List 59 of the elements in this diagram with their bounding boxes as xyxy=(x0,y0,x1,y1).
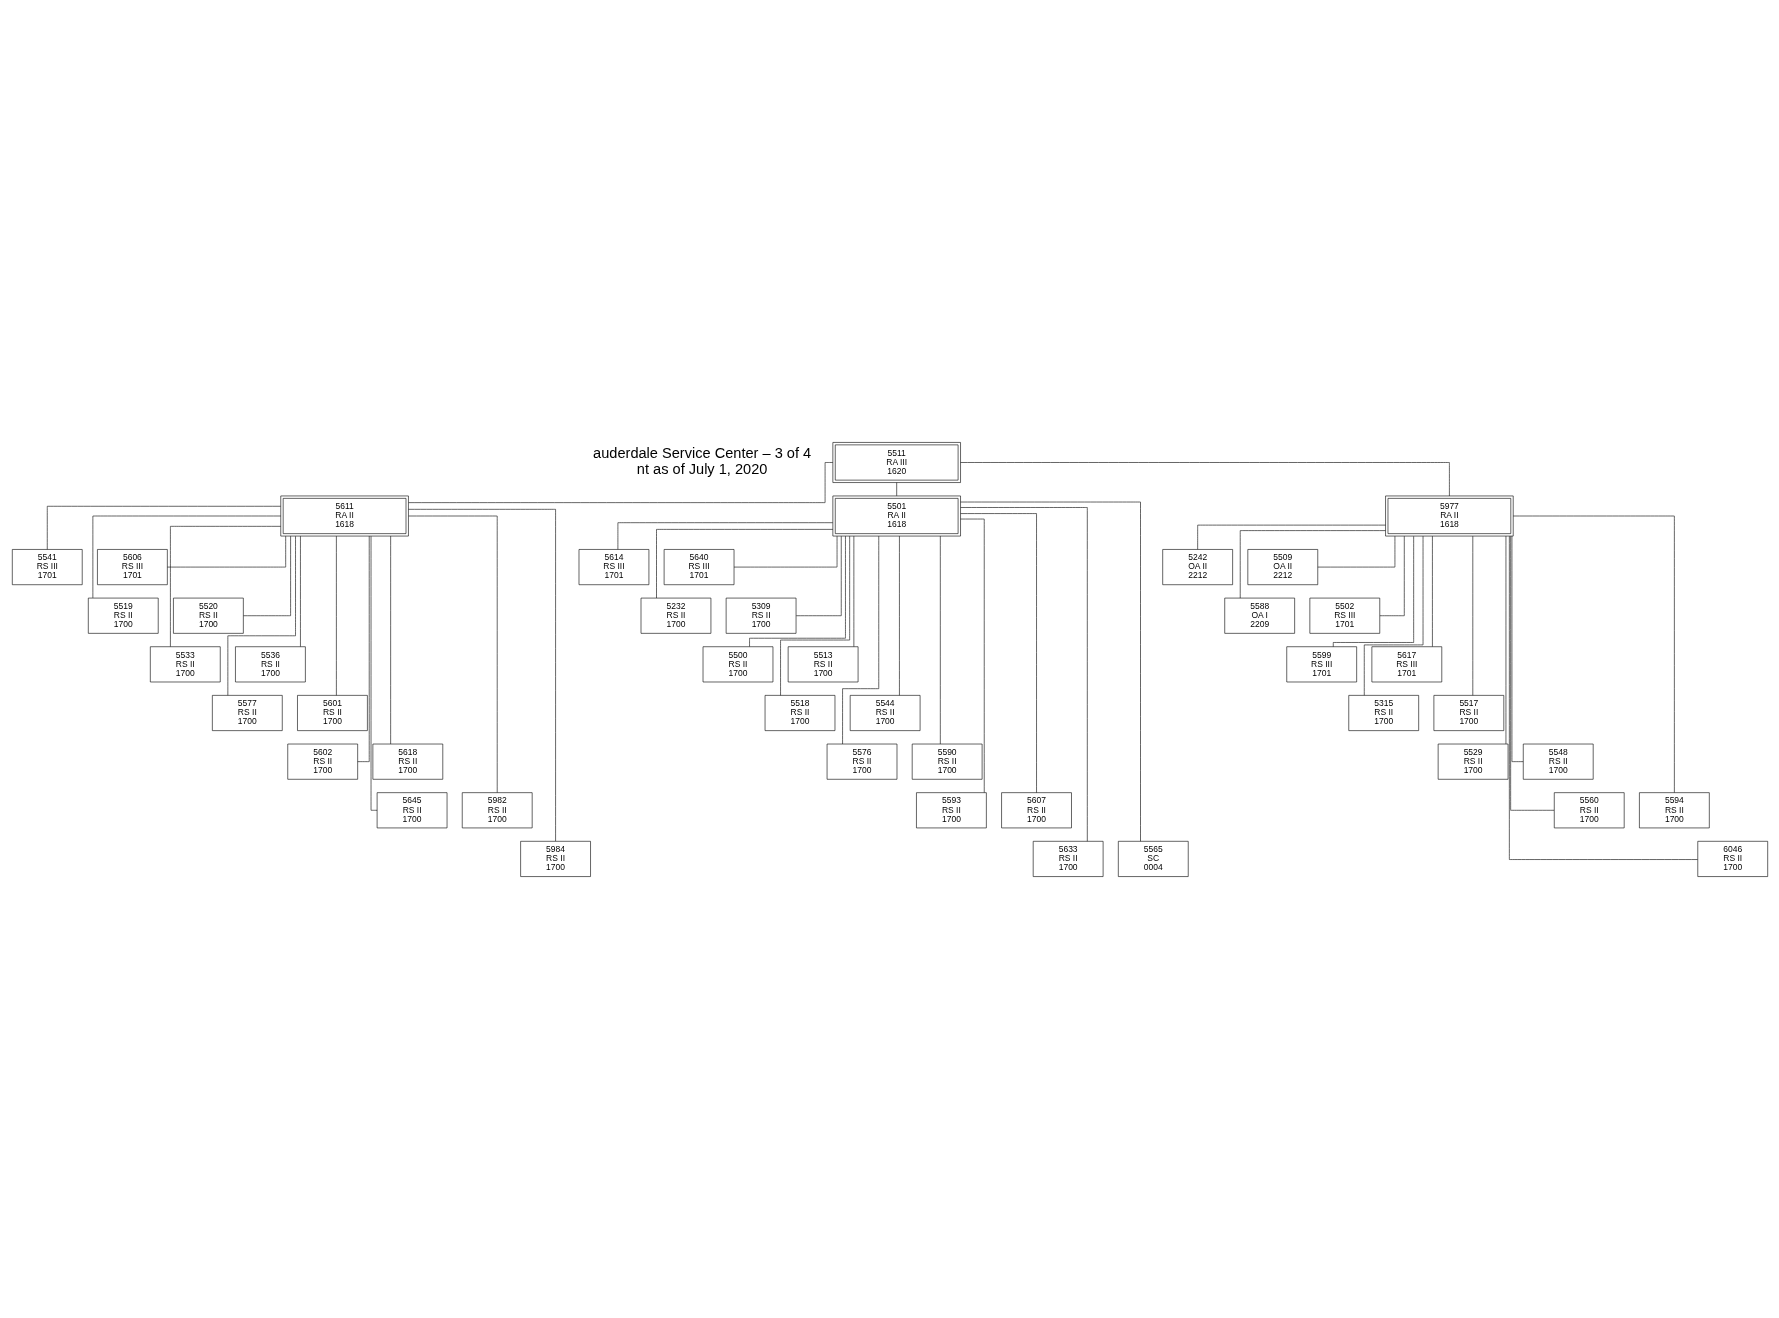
node-box: 5565 SC 0004 xyxy=(1117,840,1189,877)
node-box: 5594 RS II 1700 xyxy=(1638,791,1710,828)
connector xyxy=(389,535,391,744)
node-box: 5529 RS II 1700 xyxy=(1437,743,1508,780)
node-box: 5520 RS II 1700 xyxy=(172,597,244,634)
node-box: 5232 RS II 1700 xyxy=(640,597,711,634)
connector xyxy=(655,528,833,598)
node-box: 5533 RS II 1700 xyxy=(149,645,221,682)
node-box: 5614 RS III 1701 xyxy=(578,548,649,585)
node-box: 5519 RS II 1700 xyxy=(87,597,159,634)
node-box: 5509 OA II 2212 xyxy=(1247,548,1318,585)
node-box: 6046 RS II 1700 xyxy=(1696,840,1768,877)
node-box: 5513 RS II 1700 xyxy=(787,645,858,682)
node-box: 5517 RS II 1700 xyxy=(1433,694,1504,731)
node-box: 5548 RS II 1700 xyxy=(1522,743,1593,780)
node-box: 5560 RS II 1700 xyxy=(1553,791,1624,828)
node-box: 5518 RS II 1700 xyxy=(764,694,835,731)
connector xyxy=(407,508,556,841)
node-box: 5309 RS II 1700 xyxy=(725,597,796,634)
node-box: 5640 RS III 1701 xyxy=(663,548,734,585)
label: auderdale Service Center – 3 of 4 xyxy=(592,444,811,461)
node-box: 5590 RS II 1700 xyxy=(911,743,982,780)
node-box: 5645 RS II 1700 xyxy=(376,791,447,828)
connector xyxy=(299,535,301,647)
node-box: 5607 RS II 1700 xyxy=(1000,791,1072,828)
node-box: 5577 RS II 1700 xyxy=(211,694,283,731)
node-box: 5242 OA II 2212 xyxy=(1161,548,1233,585)
connector xyxy=(959,461,1450,496)
connector xyxy=(169,525,281,647)
node-box: 5315 RS II 1700 xyxy=(1347,694,1419,731)
node-box: 5536 RS II 1700 xyxy=(234,645,306,682)
node-box: 5502 RS III 1701 xyxy=(1309,597,1380,634)
connector xyxy=(166,535,286,567)
node-box: 5618 RS II 1700 xyxy=(372,743,443,780)
node-box: 5599 RS III 1701 xyxy=(1285,645,1357,682)
node-box: 5541 RS III 1701 xyxy=(11,548,83,585)
node-box: 5576 RS II 1700 xyxy=(826,743,897,780)
node-box: 5606 RS III 1701 xyxy=(96,548,168,585)
node-box: 5633 RS II 1700 xyxy=(1032,840,1103,877)
node-box: 5617 RS III 1701 xyxy=(1371,645,1442,682)
connector xyxy=(1239,529,1386,598)
connector xyxy=(407,461,833,503)
connector xyxy=(841,535,879,744)
connector xyxy=(1196,524,1386,550)
node-box: 5601 RS II 1700 xyxy=(296,694,368,731)
label: nt as of July 1, 2020 xyxy=(636,460,767,477)
node-box: 5984 RS II 1700 xyxy=(519,840,591,877)
connector xyxy=(898,535,900,696)
connector xyxy=(959,506,1088,842)
connector xyxy=(748,535,846,647)
node-box: 5593 RS II 1700 xyxy=(915,791,987,828)
node-box: 5544 RS II 1700 xyxy=(849,694,920,731)
connector xyxy=(959,512,1037,793)
connector xyxy=(895,481,897,496)
node-box: 5500 RS II 1700 xyxy=(702,645,773,682)
connector xyxy=(959,501,1141,842)
node-box: 5602 RS II 1700 xyxy=(286,743,358,780)
node-box: 5982 RS II 1700 xyxy=(461,791,532,828)
node-box: 5588 OA I 2209 xyxy=(1223,597,1295,634)
